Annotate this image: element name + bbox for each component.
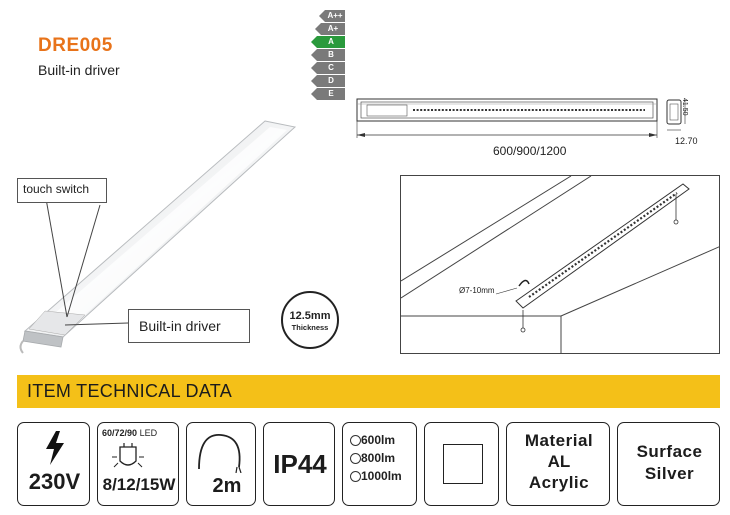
led-count-value: 60/72/90 xyxy=(102,428,138,438)
ip-rating-value: IP44 xyxy=(273,449,327,479)
material-line-2: Acrylic xyxy=(528,473,590,492)
energy-label: A++ A+ A B C D E xyxy=(300,10,345,101)
led-count-line: 60/72/90 LED xyxy=(102,428,157,438)
energy-class-e: E xyxy=(300,88,345,100)
lumen-option-list: 600lm 800lm 1000lm xyxy=(350,433,402,483)
energy-class-c: C xyxy=(300,62,345,74)
technical-data-title: ITEM TECHNICAL DATA xyxy=(27,381,233,401)
led-bulb-icon xyxy=(112,443,144,468)
touch-switch-callout: touch switch xyxy=(17,178,107,203)
cable-icon xyxy=(198,434,242,473)
material-spec-box: Material AL Acrylic xyxy=(506,422,610,506)
cable-spec-box: 2m xyxy=(186,422,256,506)
width-dimension: 12.70 xyxy=(675,136,698,146)
energy-class-a: A xyxy=(300,36,345,48)
thickness-value: 12.5mm xyxy=(289,310,331,322)
lightning-bolt-icon xyxy=(46,431,64,465)
led-unit: LED xyxy=(139,428,158,438)
thickness-badge: 12.5mm Thickness xyxy=(281,291,339,349)
installation-drawing: Ø7-10mm xyxy=(400,175,720,354)
lumen-option-800: 800lm xyxy=(350,451,402,465)
product-image xyxy=(19,120,297,354)
class-symbol-box xyxy=(424,422,499,506)
surface-value: Silver xyxy=(644,464,695,483)
lumen-option-1000: 1000lm xyxy=(350,469,402,483)
ip-rating-box: IP44 xyxy=(263,422,335,506)
voltage-spec-box: 230V xyxy=(17,422,90,506)
energy-class-d: D xyxy=(300,75,345,87)
surface-spec-box: Surface Silver xyxy=(617,422,720,506)
led-spec-box: 60/72/90 LED 8/12/15W xyxy=(97,422,179,506)
radio-circle-icon xyxy=(350,471,361,483)
built-in-driver-callout: Built-in driver xyxy=(128,309,250,343)
material-line-1: AL xyxy=(547,452,571,471)
product-subtitle: Built-in driver xyxy=(38,62,120,78)
square-symbol-icon xyxy=(443,444,483,484)
technical-data-banner: ITEM TECHNICAL DATA xyxy=(17,375,720,408)
cable-length-value: 2m xyxy=(212,475,242,497)
radio-circle-icon xyxy=(350,453,361,465)
dimension-drawing xyxy=(356,98,686,138)
hole-diameter-label: Ø7-10mm xyxy=(459,286,495,295)
thickness-label: Thickness xyxy=(291,323,329,332)
radio-circle-icon xyxy=(350,435,361,447)
model-code: DRE005 xyxy=(38,35,113,56)
lumen-options-box: 600lm 800lm 1000lm xyxy=(342,422,417,506)
energy-class-a-plus: A+ xyxy=(300,23,345,35)
length-dimension: 600/900/1200 xyxy=(493,144,567,158)
energy-class-b: B xyxy=(300,49,345,61)
surface-title: Surface xyxy=(636,442,703,461)
height-dimension: 41.50 xyxy=(681,98,688,116)
wattage-value: 8/12/15W xyxy=(102,475,176,494)
material-title: Material xyxy=(524,431,594,450)
voltage-value: 230V xyxy=(28,469,81,494)
lumen-option-600: 600lm xyxy=(350,433,402,447)
energy-class-a-plus-plus: A++ xyxy=(300,10,345,22)
